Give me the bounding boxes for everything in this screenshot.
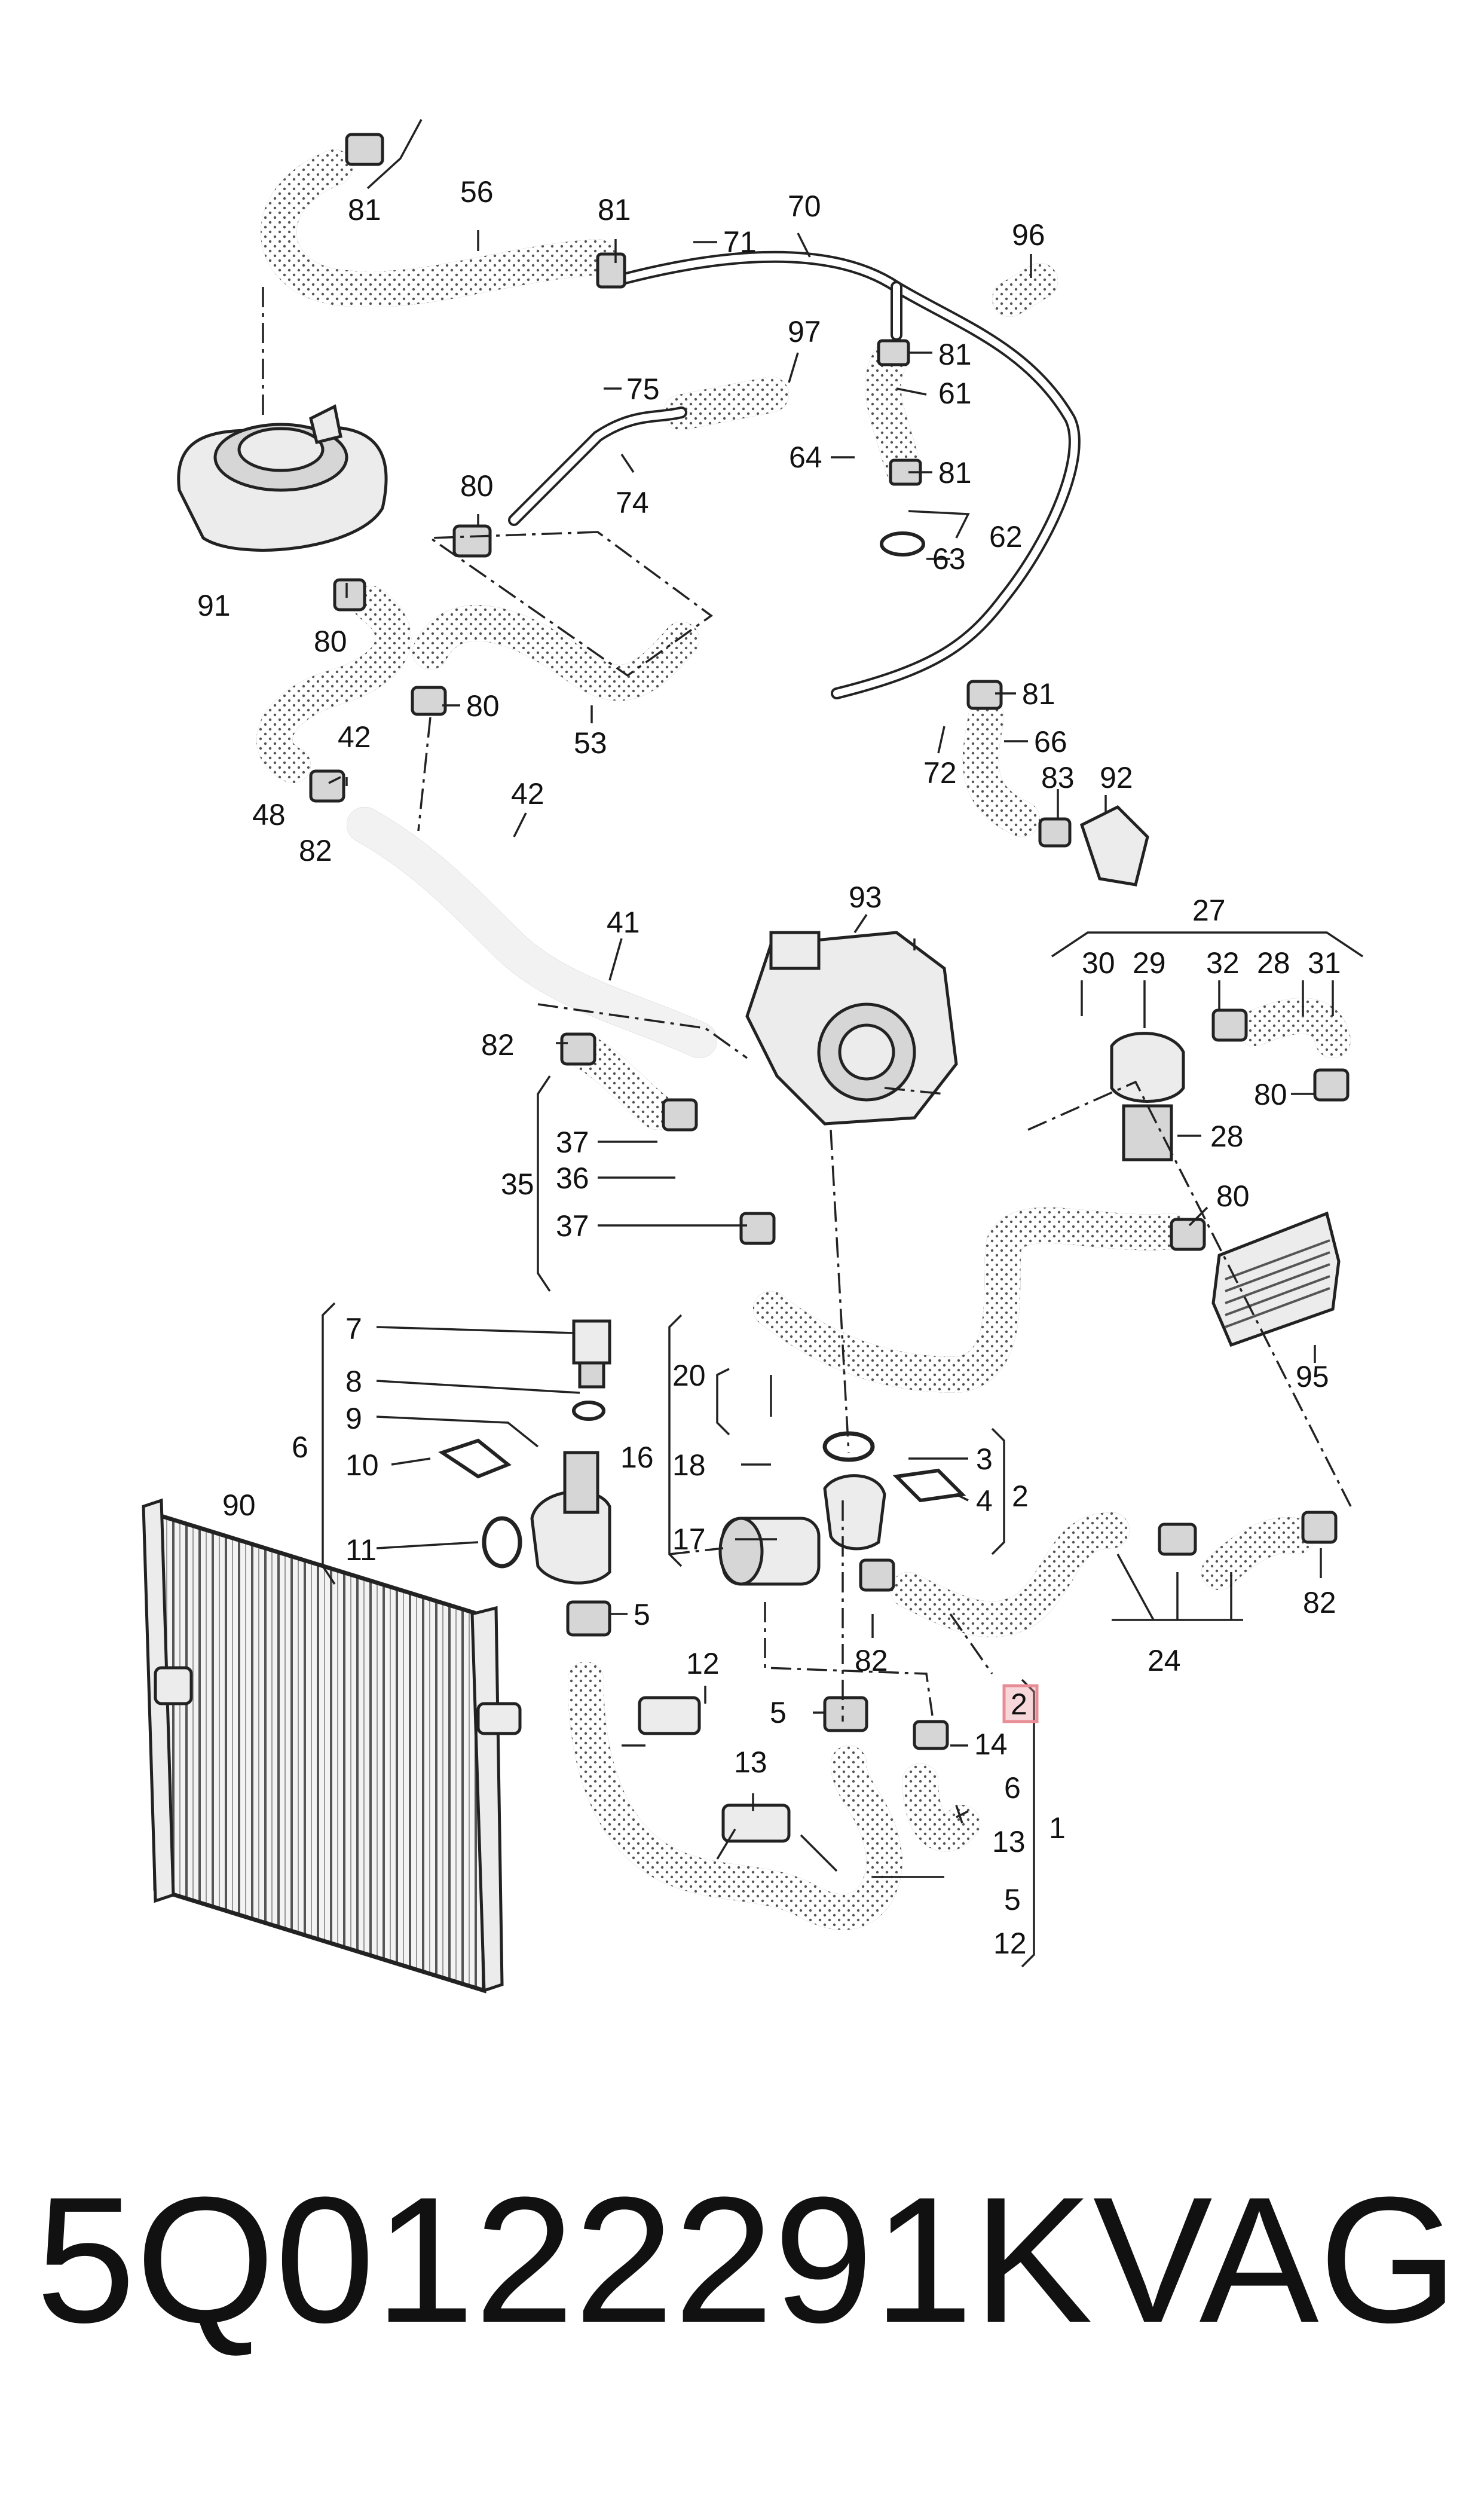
callout-1: 1 xyxy=(1049,1811,1066,1845)
callout-37: 37 xyxy=(556,1126,589,1159)
callout-66: 66 xyxy=(1034,725,1067,759)
callout-30: 30 xyxy=(1082,946,1115,980)
clamps xyxy=(309,133,1350,1843)
callout-29: 29 xyxy=(1133,946,1166,980)
callout-6: 6 xyxy=(292,1430,308,1464)
highlight-fill xyxy=(1005,1687,1036,1720)
callout-70: 70 xyxy=(788,189,821,223)
callout-32: 32 xyxy=(1206,946,1240,980)
callout-91: 91 xyxy=(197,589,231,622)
callout-20: 20 xyxy=(672,1359,706,1392)
callout-61: 61 xyxy=(938,377,972,410)
callout-82: 82 xyxy=(855,1644,888,1677)
callout-37: 37 xyxy=(556,1209,589,1243)
callout-80: 80 xyxy=(314,625,347,658)
callout-96: 96 xyxy=(1012,218,1045,252)
callout-80: 80 xyxy=(460,469,494,503)
callout-7: 7 xyxy=(345,1312,362,1346)
highlight-box xyxy=(1002,1684,1039,1723)
callout-35: 35 xyxy=(501,1167,534,1201)
aux-pump-17 xyxy=(718,1517,821,1586)
gaskets xyxy=(438,531,966,1569)
connection-flange-6 xyxy=(530,1451,611,1585)
callout-81: 81 xyxy=(348,193,381,227)
callout-42: 42 xyxy=(338,720,371,754)
callout-56: 56 xyxy=(460,175,494,209)
part-number-footer: 5Q0122291K VAG xyxy=(36,2164,1458,2355)
callout-42: 42 xyxy=(511,777,544,811)
callout-81: 81 xyxy=(1022,677,1055,711)
sensor-7 xyxy=(572,1319,611,1389)
callout-5: 5 xyxy=(1004,1883,1021,1916)
hoses xyxy=(256,149,1351,1930)
callout-74: 74 xyxy=(616,486,649,519)
callout-5: 5 xyxy=(634,1598,650,1631)
callout-12: 12 xyxy=(686,1647,720,1680)
sensor-92 xyxy=(1079,805,1149,886)
callout-36: 36 xyxy=(556,1161,589,1195)
valve-29 xyxy=(1110,1032,1185,1161)
callout-27: 27 xyxy=(1192,894,1226,927)
callout-17: 17 xyxy=(672,1523,706,1556)
callout-41: 41 xyxy=(607,906,640,939)
callout-9: 9 xyxy=(345,1402,362,1435)
callout-64: 64 xyxy=(789,441,822,474)
callout-80: 80 xyxy=(466,689,500,723)
parts xyxy=(142,133,1350,1994)
callout-6: 6 xyxy=(1004,1771,1021,1805)
callout-82: 82 xyxy=(299,834,332,867)
callout-14: 14 xyxy=(974,1728,1008,1761)
leader-lines xyxy=(322,119,1363,1968)
pipe-74 xyxy=(508,406,687,526)
callout-53: 53 xyxy=(574,726,607,760)
callout-80: 80 xyxy=(1254,1078,1287,1111)
callout-62: 62 xyxy=(989,520,1023,554)
callout-28: 28 xyxy=(1257,946,1290,980)
oil-cooler-95 xyxy=(1211,1211,1341,1347)
callout-5: 5 xyxy=(770,1696,787,1729)
callout-93: 93 xyxy=(849,881,882,914)
callout-97: 97 xyxy=(788,315,821,348)
coolant-pump-93 xyxy=(745,931,958,1126)
connector-2 xyxy=(823,1474,886,1551)
callout-72: 72 xyxy=(923,756,957,790)
dashed-guides xyxy=(262,287,1352,1722)
callout-4: 4 xyxy=(976,1484,993,1518)
callout-18: 18 xyxy=(672,1448,706,1482)
callout-labels: 81 56 81 71 70 96 97 81 61 75 64 81 80 7… xyxy=(197,175,1341,1960)
part-number: 5Q0122291K xyxy=(36,2159,1093,2360)
callout-8: 8 xyxy=(345,1365,362,1398)
callout-10: 10 xyxy=(345,1448,379,1482)
callout-83: 83 xyxy=(1041,761,1075,794)
callout-71: 71 xyxy=(723,225,757,259)
pipes xyxy=(508,250,1081,699)
callout-48: 48 xyxy=(252,798,286,831)
callout-3: 3 xyxy=(976,1442,993,1476)
callout-31: 31 xyxy=(1308,946,1341,980)
callout-81: 81 xyxy=(938,338,972,371)
callout-95: 95 xyxy=(1296,1360,1329,1393)
callout-11: 11 xyxy=(345,1533,377,1567)
callout-28: 28 xyxy=(1210,1120,1244,1153)
callout-63: 63 xyxy=(932,542,966,576)
expansion-tank-91 xyxy=(177,404,388,552)
callout-92: 92 xyxy=(1100,761,1133,794)
callout-13: 13 xyxy=(992,1825,1026,1858)
callout-81: 81 xyxy=(598,193,631,227)
radiator-90 xyxy=(142,1498,522,1994)
callout-2-highlighted: 2 xyxy=(1011,1687,1027,1721)
callout-16: 16 xyxy=(620,1441,654,1474)
callout-82: 82 xyxy=(1303,1586,1336,1619)
callout-80: 80 xyxy=(1216,1179,1250,1213)
callout-24: 24 xyxy=(1148,1644,1181,1677)
callout-81: 81 xyxy=(938,456,972,490)
brand-label: VAG xyxy=(1093,2159,1458,2360)
callout-82: 82 xyxy=(481,1028,515,1062)
callout-2: 2 xyxy=(1012,1479,1029,1513)
callout-75: 75 xyxy=(626,372,660,406)
callout-13: 13 xyxy=(734,1745,767,1779)
callout-12: 12 xyxy=(993,1927,1027,1960)
callout-90: 90 xyxy=(222,1488,256,1522)
